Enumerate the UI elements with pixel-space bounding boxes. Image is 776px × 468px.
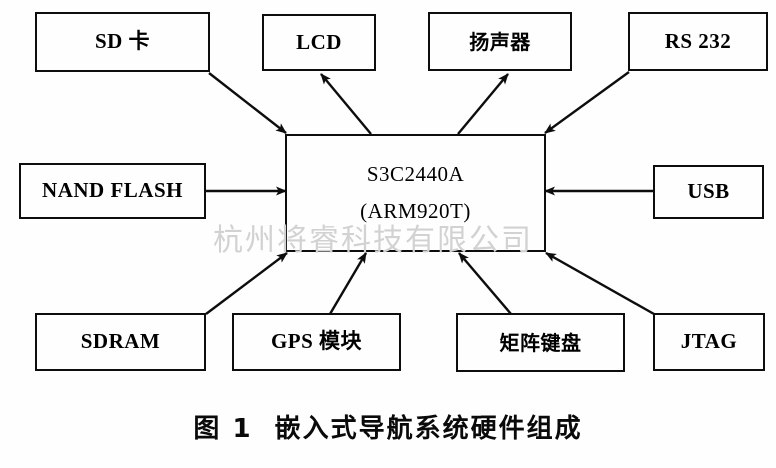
node-jtag-label: JTAG — [680, 329, 738, 354]
arrow-cpu-to-speaker — [457, 73, 509, 135]
node-usb[interactable]: USB — [653, 165, 764, 219]
node-sd-card[interactable]: SD 卡 — [35, 12, 210, 72]
figure-caption: 图 1 嵌入式导航系统硬件组成 — [0, 408, 776, 445]
node-gps-module-label: GPS 模块 — [270, 329, 363, 354]
arrow-sdram-to-cpu — [205, 252, 288, 315]
node-sd-card-label: SD 卡 — [94, 29, 151, 54]
node-lcd[interactable]: LCD — [262, 14, 376, 71]
figure-caption-number: 图 1 — [193, 414, 253, 444]
node-usb-label: USB — [687, 179, 730, 204]
node-cpu-s3c2440a[interactable]: S3C2440A (ARM920T) — [285, 134, 546, 252]
arrow-matrix-keypad-to-cpu — [458, 252, 512, 315]
node-cpu-label-secondary: (ARM920T) — [360, 198, 471, 223]
node-lcd-label: LCD — [296, 29, 342, 54]
node-nand-flash[interactable]: NAND FLASH — [19, 163, 206, 219]
node-nand-flash-label: NAND FLASH — [42, 178, 183, 203]
arrow-sd-card-to-cpu — [208, 72, 287, 134]
node-gps-module[interactable]: GPS 模块 — [232, 313, 401, 371]
arrow-jtag-to-cpu — [545, 251, 655, 316]
node-cpu-label-primary: S3C2440A — [366, 162, 465, 187]
node-sdram[interactable]: SDRAM — [35, 313, 206, 371]
node-matrix-keypad[interactable]: 矩阵键盘 — [456, 313, 625, 372]
node-rs232[interactable]: RS 232 — [628, 12, 768, 71]
node-jtag[interactable]: JTAG — [653, 313, 765, 371]
figure-caption-text: 嵌入式导航系统硬件组成 — [274, 414, 583, 444]
node-speaker-label: 扬声器 — [469, 29, 531, 54]
node-speaker[interactable]: 扬声器 — [428, 12, 572, 71]
arrow-gps-to-cpu — [328, 252, 368, 315]
arrow-cpu-to-lcd — [320, 73, 372, 135]
node-rs232-label: RS 232 — [664, 28, 732, 53]
arrow-rs232-to-cpu — [544, 71, 630, 134]
node-matrix-keypad-label: 矩阵键盘 — [499, 330, 582, 355]
node-sdram-label: SDRAM — [80, 329, 161, 354]
